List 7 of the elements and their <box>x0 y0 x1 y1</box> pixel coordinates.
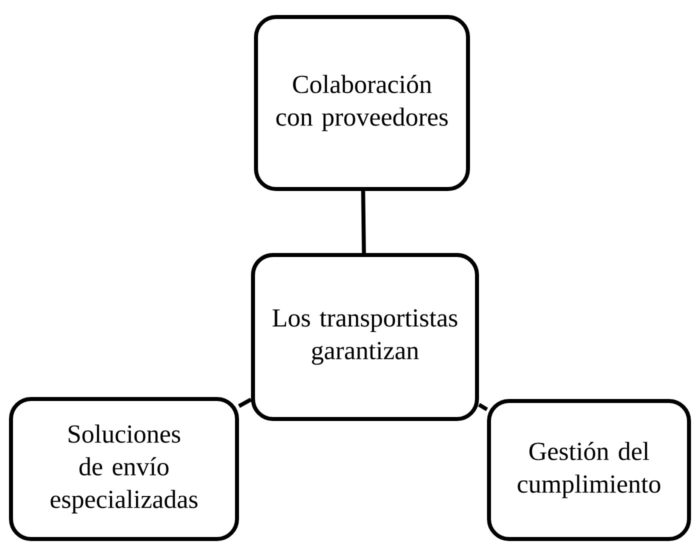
connector-line <box>478 402 488 412</box>
text-box: Gestión del cumplimiento <box>487 399 691 541</box>
text-box: Soluciones de envío especializadas <box>9 397 239 541</box>
text-box: Los transportistas garantizan <box>251 253 479 421</box>
connector-line <box>238 398 252 408</box>
text-box: Colaboración con proveedores <box>254 15 470 191</box>
connector-line <box>361 190 366 254</box>
